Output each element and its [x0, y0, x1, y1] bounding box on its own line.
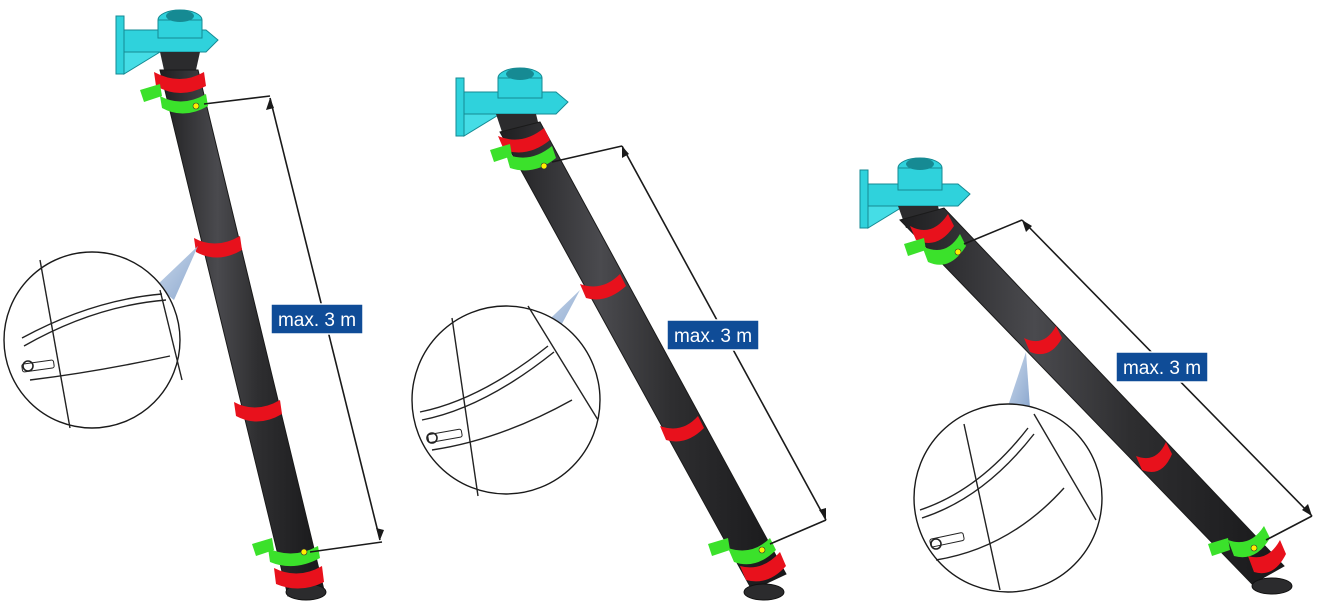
dimension-label-text: max. 3 m [674, 326, 752, 347]
pipe-clamp-icon [498, 128, 786, 582]
dimension-label: max. 3 m [1115, 351, 1209, 383]
panel-shallow: max. 3 m [859, 157, 1313, 595]
wall-bracket-icon [115, 9, 219, 75]
dimension-label-text: max. 3 m [1123, 358, 1201, 379]
band-clip-icon [21, 259, 183, 429]
pipe-clamp-icon [154, 72, 324, 589]
dimension-label-text: max. 3 m [278, 310, 356, 331]
dimension-label: max. 3 m [666, 319, 760, 351]
support-bracket-icon [140, 84, 320, 567]
support-bracket-icon [904, 234, 1270, 558]
pipe-end [743, 583, 785, 601]
band-clip-icon [419, 305, 599, 497]
support-bracket-icon [490, 144, 776, 565]
detail-callout [913, 352, 1103, 593]
detail-callout [411, 290, 601, 497]
detail-callout [3, 246, 198, 429]
panel-medium: max. 3 m [411, 67, 827, 601]
panel-steep: max. 3 m [3, 9, 384, 601]
pipe-end [1251, 577, 1293, 595]
wall-bracket-icon [455, 67, 569, 138]
pipe [899, 207, 1285, 585]
dimension-label: max. 3 m [270, 303, 364, 335]
band-clip-icon [919, 413, 1097, 591]
pipe-clamp-icon [910, 214, 1286, 574]
